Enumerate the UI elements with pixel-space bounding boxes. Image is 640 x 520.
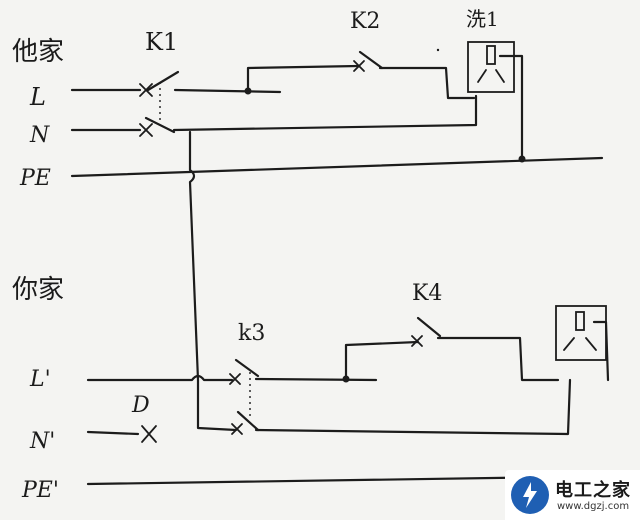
watermark-logo: 电工之家 www.dgzj.com [505, 470, 640, 520]
logo-icon [511, 476, 549, 514]
switch-k3-label: k3 [238, 321, 265, 346]
wire-pe [70, 156, 604, 178]
watermark-name: 电工之家 [555, 480, 631, 501]
k1-blade-l [146, 70, 180, 92]
switch-k1-label: K1 [145, 28, 178, 56]
watermark-url: www.dgzj.com [557, 501, 630, 512]
wire-socket-upper-pe [498, 54, 524, 161]
k2-blade [358, 50, 384, 70]
label-n: N [29, 123, 50, 148]
k4-blade [416, 316, 442, 338]
label-pe: PE [19, 166, 51, 191]
upper-house-label: 他家 [12, 37, 64, 67]
label-n2: N' [29, 429, 55, 454]
fault-mark-label: D [131, 393, 150, 418]
label-l: L [29, 83, 46, 111]
stray-mark [436, 48, 440, 52]
k2-contact-b [353, 60, 365, 72]
socket-lower-slot-right [585, 337, 597, 351]
k3-contact-x-1b [229, 373, 241, 385]
socket-upper-slot-top [486, 45, 496, 65]
wire-l2-out [254, 377, 378, 382]
socket-upper-slot-left [477, 69, 487, 83]
wire-socket-lower-pe [592, 320, 610, 382]
label-pe2: PE' [21, 478, 59, 503]
k3-contact-x-2b [231, 423, 243, 435]
fault-x-b [141, 425, 157, 443]
wire-k2-out [378, 66, 476, 100]
switch-k4-label: K4 [412, 281, 442, 306]
k1-contact-x-1b [139, 83, 153, 97]
wire-l-out [173, 88, 282, 94]
socket-lower [555, 305, 607, 361]
lower-house-label: 你家 [12, 275, 64, 305]
k3-blade-l [234, 358, 260, 378]
socket-upper-slot-right [495, 69, 505, 83]
wire-k4-in [344, 340, 420, 381]
label-l2: L' [29, 367, 51, 392]
wire-n2-out [254, 378, 572, 436]
wire-n2-in [86, 430, 140, 436]
socket-upper [467, 41, 515, 93]
socket-upper-label: 洗1 [466, 7, 499, 31]
k4-contact-b [411, 335, 423, 347]
wire-k4-out [436, 336, 560, 382]
wire-k2-in [246, 64, 360, 93]
k1-contact-x-2b [139, 123, 153, 137]
socket-lower-slot-left [563, 337, 575, 351]
k3-blade-n [236, 410, 260, 432]
wire-n-out [172, 94, 478, 132]
socket-lower-slot-top [575, 311, 585, 331]
k1-blade-n [144, 116, 176, 134]
wire-l2-in [86, 374, 234, 382]
switch-k2-label: K2 [350, 9, 380, 34]
wire-cross-link [188, 130, 238, 432]
